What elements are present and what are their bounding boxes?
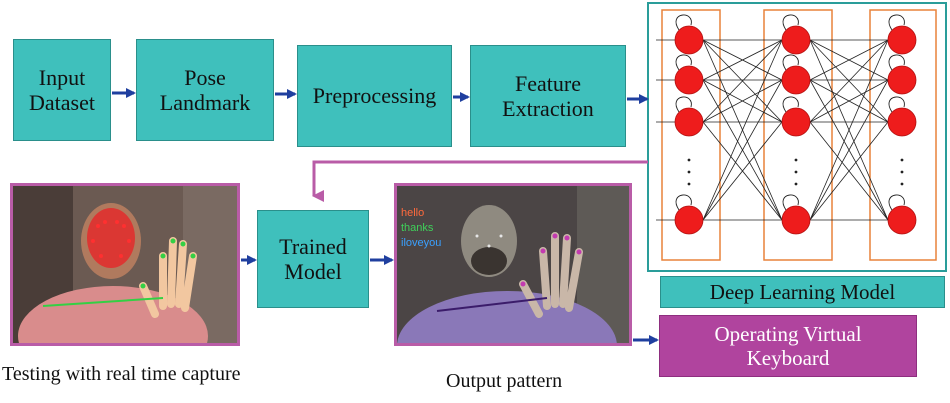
- recurrent-loop: [888, 96, 905, 113]
- operating-keyboard-line1: Operating Virtual: [714, 321, 862, 346]
- ellipsis-dot: [794, 182, 798, 186]
- recurrent-loop: [888, 14, 905, 31]
- ellipsis-dot: [794, 158, 798, 162]
- recurrent-loop: [675, 194, 692, 211]
- overlay-word-hello: hello: [401, 207, 424, 219]
- ellipsis-dot: [900, 158, 904, 162]
- output-caption: Output pattern: [446, 370, 563, 392]
- testing-caption: Testing with real time capture: [2, 363, 241, 385]
- ellipsis-dot: [900, 182, 904, 186]
- deep-learning-label: Deep Learning Model: [709, 279, 896, 304]
- preprocessing-box: Preprocessing: [297, 45, 452, 147]
- trained-model-line2: Model: [284, 259, 342, 284]
- connection-line: [702, 39, 783, 81]
- neuron-node: [887, 205, 917, 235]
- recurrent-loop: [675, 54, 692, 71]
- pose-landmark-line2: Landmark: [159, 90, 251, 115]
- overlay-word-thanks: thanks: [401, 222, 434, 234]
- connection-line: [702, 39, 783, 221]
- neuron-node: [674, 107, 704, 137]
- connection-line: [809, 79, 889, 123]
- layer-2-box: [763, 9, 833, 261]
- recurrent-loop: [675, 96, 692, 113]
- connector-network-to-trained: [312, 160, 648, 202]
- input-dataset-line1: Input: [38, 64, 86, 90]
- recurrent-loop: [782, 14, 799, 31]
- layer-1-box: [661, 9, 721, 261]
- neuron-node: [674, 25, 704, 55]
- testing-capture-image: [13, 186, 237, 343]
- recurrent-loop: [675, 14, 692, 31]
- ellipsis-dot: [687, 158, 691, 162]
- recurrent-loop: [782, 194, 799, 211]
- operating-keyboard-line2: Keyboard: [746, 346, 830, 370]
- input-dataset-line2: Dataset: [29, 90, 95, 115]
- testing-capture-panel: [10, 183, 240, 346]
- connection-line: [702, 121, 783, 221]
- recurrent-loop: [782, 96, 799, 113]
- neuron-node: [887, 65, 917, 95]
- ellipsis-dot: [794, 170, 798, 174]
- ellipsis-dot: [687, 182, 691, 186]
- feature-extraction-line2: Extraction: [502, 96, 594, 121]
- preprocessing-label: Preprocessing: [312, 83, 437, 109]
- connection-line: [702, 79, 783, 123]
- neural-network-connections: [656, 14, 905, 221]
- trained-model-line1: Trained: [279, 233, 347, 259]
- recurrent-loop: [888, 54, 905, 71]
- connection-line: [702, 79, 783, 221]
- neuron-node: [781, 107, 811, 137]
- deep-learning-label-box: Deep Learning Model: [660, 276, 945, 308]
- ellipsis-dot: [687, 170, 691, 174]
- pose-landmark-line1: Pose: [184, 64, 226, 90]
- connection-line: [809, 39, 889, 123]
- overlay-word-iloveyou: iloveyou: [401, 237, 441, 249]
- neuron-node: [887, 25, 917, 55]
- recurrent-loop: [888, 194, 905, 211]
- neuron-node: [781, 25, 811, 55]
- feature-extraction-line1: Feature: [515, 70, 581, 96]
- recurrent-loop: [782, 54, 799, 71]
- connection-line: [809, 39, 889, 81]
- connection-line: [809, 39, 889, 221]
- output-pattern-panel: hello thanks iloveyou: [394, 183, 632, 346]
- ellipsis-dot: [900, 170, 904, 174]
- neural-network-neurons: [674, 25, 917, 235]
- connection-line: [809, 79, 889, 221]
- neuron-node: [887, 107, 917, 137]
- neuron-node: [674, 205, 704, 235]
- layer-3-box: [869, 9, 937, 261]
- neuron-node: [781, 205, 811, 235]
- connection-line: [809, 121, 889, 221]
- output-pattern-image: hello thanks iloveyou: [397, 186, 629, 343]
- neuron-node: [781, 65, 811, 95]
- connection-line: [702, 39, 783, 123]
- neuron-node: [674, 65, 704, 95]
